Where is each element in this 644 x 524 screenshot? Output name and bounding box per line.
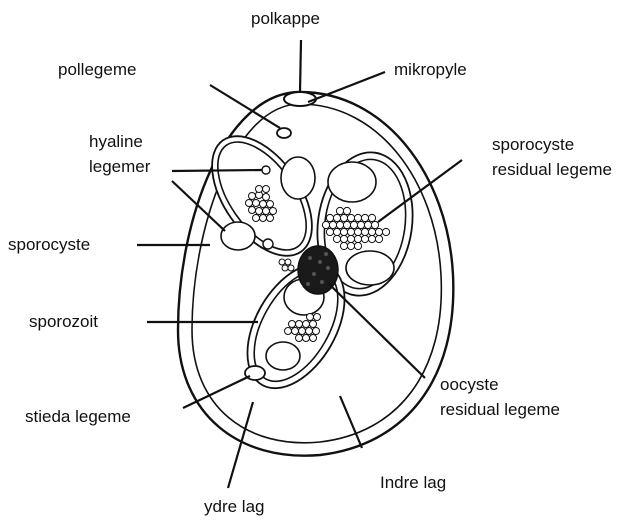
label-mikropyle: mikropyle (394, 60, 467, 79)
leader-line-mikropyle (308, 72, 385, 102)
label-oocyste-residual-line2: residual legeme (440, 400, 560, 419)
label-oocyste-residual-line1: oocyste (440, 375, 499, 394)
label-hyaline-line2: legemer (89, 157, 151, 176)
label-sporocyste: sporocyste (8, 235, 90, 254)
label-sporozoit: sporozoit (29, 312, 98, 331)
sporozoite-nucleus (266, 342, 300, 370)
leader-line-oocyste-residual (328, 283, 425, 378)
label-pollegeme: pollegeme (58, 60, 136, 79)
polar-cap (284, 92, 316, 106)
label-indre-lag: Indre lag (380, 473, 446, 492)
sporozoite-nucleus (328, 162, 376, 202)
small-granules-cluster (279, 259, 294, 271)
label-stieda-legeme: stieda legeme (25, 407, 131, 426)
hyaline-body (263, 239, 273, 249)
leader-line-pollegeme (210, 85, 280, 128)
sporozoite-nucleus (221, 222, 255, 250)
label-ydre-lag: ydre lag (204, 497, 264, 516)
label-polkappe: polkappe (251, 9, 320, 28)
label-hyaline-line1: hyaline (89, 132, 143, 151)
leader-line-polkappe (300, 40, 301, 92)
label-sporocyste-residual-line2: residual legeme (492, 160, 612, 179)
label-sporocyste-residual-line1: sporocyste (492, 135, 574, 154)
leader-line-hyaline (172, 170, 262, 171)
hyaline-body (262, 166, 270, 174)
leader-line-stieda (183, 376, 250, 408)
leader-line-indre-lag (340, 396, 362, 448)
sporozoite-nucleus (346, 251, 394, 285)
polar-granule (277, 128, 291, 138)
sporozoite-nucleus (281, 157, 315, 199)
